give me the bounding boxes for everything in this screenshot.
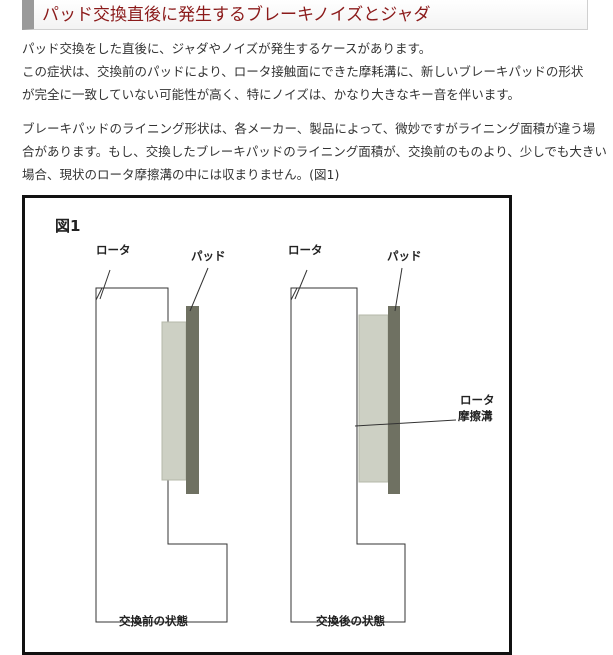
lining-paragraph: ブレーキパッドのライニング形状は、各メーカー、製品によって、微妙ですがライニング… [22, 117, 607, 186]
figure-diagram: 図1 ロータ パッド 交換前の状態 ロータ パッド ロータ 摩擦溝 [55, 217, 495, 628]
pad-lining [161, 321, 187, 481]
caption-before: 交換前の状態 [119, 614, 188, 628]
intro-paragraph: パッド交換をした直後に、ジャダやノイズが発生するケースがあります。 この症状は、… [22, 37, 606, 106]
section-heading: パッド交換直後に発生するブレーキノイズとジャダ [22, 0, 588, 30]
rotor-outline [95, 287, 228, 623]
caption-after: 交換後の状態 [316, 614, 385, 628]
rotor-label: ロータ [96, 243, 131, 257]
rotor-notch [95, 287, 103, 301]
diagram-before: ロータ パッド 交換前の状態 [95, 243, 228, 628]
pad-label: パッド [191, 249, 226, 263]
pad-leader-line [189, 267, 209, 312]
paragraph-line: 合があります。もし、交換したブレーキパッドのライニング面積が、交換前のものより、… [22, 144, 607, 159]
paragraph-line: パッド交換をした直後に、ジャダやノイズが発生するケースがあります。 [22, 41, 432, 56]
groove-leader-line [354, 419, 457, 427]
figure-1: 図1 ロータ パッド 交換前の状態 ロータ パッド ロータ 摩擦溝 [22, 195, 512, 655]
groove-label-line2: 摩擦溝 [458, 409, 493, 423]
figure-title: 図1 [55, 217, 80, 235]
pad-leader-line [394, 267, 403, 312]
rotor-label: ロータ [288, 243, 323, 257]
pad-label: パッド [387, 249, 422, 263]
pad-lining [358, 314, 389, 483]
paragraph-line: この症状は、交換前のパッドにより、ロータ接触面にできた摩耗溝に、新しいブレーキパ… [22, 64, 584, 79]
groove-label-line1: ロータ [460, 393, 495, 407]
paragraph-line: 場合、現状のロータ摩擦溝の中には収まりません。(図1) [22, 167, 340, 182]
diagram-after: ロータ パッド ロータ 摩擦溝 交換後の状態 [288, 243, 495, 628]
pad-backplate [186, 306, 199, 494]
paragraph-line: が完全に一致していない可能性が高く、特にノイズは、かなり大きなキー音を伴います。 [22, 87, 521, 102]
rotor-leader-line [99, 269, 111, 300]
rotor-notch [290, 287, 298, 301]
paragraph-line: ブレーキパッドのライニング形状は、各メーカー、製品によって、微妙ですがライニング… [22, 121, 596, 136]
rotor-leader-line [294, 269, 308, 300]
rotor-outline [290, 287, 406, 623]
pad-backplate [388, 306, 400, 494]
